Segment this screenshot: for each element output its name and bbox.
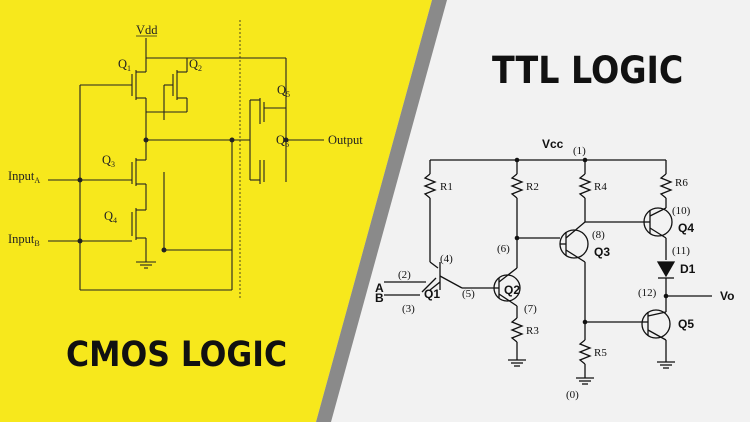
ttl-node-5: (5) <box>462 288 475 300</box>
ttl-vcc-label: Vcc <box>542 137 564 151</box>
panel-divider <box>316 0 447 422</box>
left-panel-background <box>0 0 432 422</box>
ttl-q4-label: Q4 <box>678 221 694 235</box>
ttl-node-1: (1) <box>573 145 586 157</box>
ttl-node-6: (6) <box>497 243 510 255</box>
ttl-schematic <box>384 159 712 385</box>
ttl-r5-label: R5 <box>594 347 607 359</box>
ttl-node-12: (12) <box>638 287 657 299</box>
cmos-vdd-label: Vdd <box>136 23 158 37</box>
cmos-q3-label: Q3 <box>102 153 115 169</box>
ttl-r3-label: R3 <box>526 325 539 337</box>
cmos-input-a-label: InputA <box>8 169 40 185</box>
ttl-node-4: (4) <box>440 253 453 265</box>
ttl-node-11: (11) <box>672 245 690 257</box>
cmos-q5-label: Q5 <box>277 83 290 99</box>
ttl-node-10: (10) <box>672 205 691 217</box>
cmos-input-b-label: InputB <box>8 232 40 248</box>
ttl-node-0: (0) <box>566 389 579 401</box>
ttl-q2-label: Q2 <box>504 283 520 297</box>
ttl-r6-label: R6 <box>675 177 688 189</box>
ttl-d1-label: D1 <box>680 262 696 276</box>
cmos-q2-label: Q2 <box>189 57 202 73</box>
ttl-r1-label: R1 <box>440 181 453 193</box>
ttl-junction-dots <box>514 157 669 325</box>
cmos-output-label: Output <box>328 133 363 147</box>
ttl-input-a-label: A <box>375 281 384 295</box>
ttl-node-7: (7) <box>524 303 537 315</box>
cmos-q1-label: Q1 <box>118 57 131 73</box>
cmos-q6-label: Q6 <box>276 133 289 149</box>
cmos-schematic <box>48 20 324 300</box>
ttl-node-8: (8) <box>592 229 605 241</box>
ttl-q3-label: Q3 <box>594 245 610 259</box>
ttl-r4-label: R4 <box>594 181 607 193</box>
cmos-title: CMOS LOGIC <box>66 335 287 375</box>
ttl-node-3: (3) <box>402 303 415 315</box>
ttl-q5-label: Q5 <box>678 317 694 331</box>
ttl-r2-label: R2 <box>526 181 539 193</box>
ttl-vo-label: Vo <box>720 289 734 303</box>
ttl-q1-label: Q1 <box>424 287 440 301</box>
ttl-node-2: (2) <box>398 269 411 281</box>
cmos-junction-dots <box>77 137 289 253</box>
ttl-input-b-label: B <box>375 291 384 305</box>
cmos-q4-label: Q4 <box>104 209 117 225</box>
ttl-title: TTL LOGIC <box>492 49 683 92</box>
